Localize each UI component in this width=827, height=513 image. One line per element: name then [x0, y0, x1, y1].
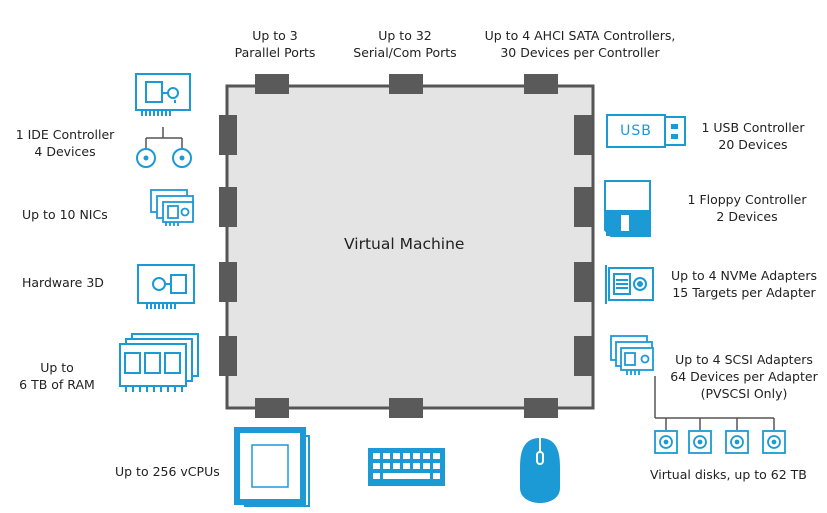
- label-ram: Up to 6 TB of RAM: [19, 360, 95, 392]
- virtual-machine-box: [225, 84, 595, 410]
- label-sata-controllers: Up to 4 AHCI SATA Controllers, 30 Device…: [484, 28, 676, 60]
- disk-icon: [725, 430, 749, 454]
- label-floppy-controller: 1 Floppy Controller 2 Devices: [687, 192, 807, 224]
- port-bottom-mouse: [524, 398, 558, 418]
- disk-icon: [688, 430, 712, 454]
- port-right-usb: [574, 115, 592, 155]
- port-right-scsi: [574, 336, 592, 376]
- label-usb-controller: 1 USB Controller 20 Devices: [701, 120, 805, 152]
- port-left-nics: [219, 187, 237, 227]
- nvme-adapter-icon: [605, 265, 654, 304]
- disk-icon: [762, 430, 786, 454]
- cpu-icon: [234, 427, 310, 507]
- port-top-parallel: [255, 74, 289, 94]
- disk-icon: [654, 430, 678, 454]
- virtual-disk-icons: [654, 430, 786, 454]
- ram-modules-icon: [119, 333, 199, 392]
- usb-icon: [606, 114, 686, 148]
- port-right-floppy: [574, 187, 592, 227]
- label-scsi-adapters: Up to 4 SCSI Adapters 64 Devices per Ada…: [670, 352, 818, 401]
- label-hardware-3d: Hardware 3D: [22, 275, 104, 290]
- port-top-serial: [389, 74, 423, 94]
- usb-icon-label: USB: [620, 123, 652, 139]
- mouse-icon: [520, 438, 560, 503]
- port-connectors: [219, 74, 592, 418]
- label-nvme-adapters: Up to 4 NVMe Adapters 15 Targets per Ada…: [671, 268, 817, 300]
- port-top-sata: [524, 74, 558, 94]
- port-left-ram: [219, 336, 237, 376]
- disk-connector-lines: [654, 376, 775, 430]
- label-virtual-disks: Virtual disks, up to 62 TB: [650, 467, 807, 482]
- label-ide-controller: 1 IDE Controller 4 Devices: [15, 127, 115, 159]
- scsi-adapter-icon: [610, 335, 654, 375]
- keyboard-icon: [368, 448, 445, 486]
- vm-title: Virtual Machine: [344, 235, 465, 253]
- port-left-ide: [219, 115, 237, 155]
- port-bottom-keyboard: [389, 398, 423, 418]
- label-parallel-ports: Up to 3 Parallel Ports: [234, 28, 316, 60]
- port-right-nvme: [574, 262, 592, 302]
- nic-cards-icon: [150, 189, 194, 226]
- port-left-hw3d: [219, 262, 237, 302]
- label-nics: Up to 10 NICs: [22, 207, 108, 222]
- gpu-card-icon: [137, 264, 195, 309]
- port-bottom-cpu: [255, 398, 289, 418]
- ide-controller-icon: [135, 73, 192, 168]
- floppy-icon: [604, 180, 651, 237]
- label-serial-ports: Up to 32 Serial/Com Ports: [353, 28, 457, 60]
- label-vcpus: Up to 256 vCPUs: [115, 464, 220, 479]
